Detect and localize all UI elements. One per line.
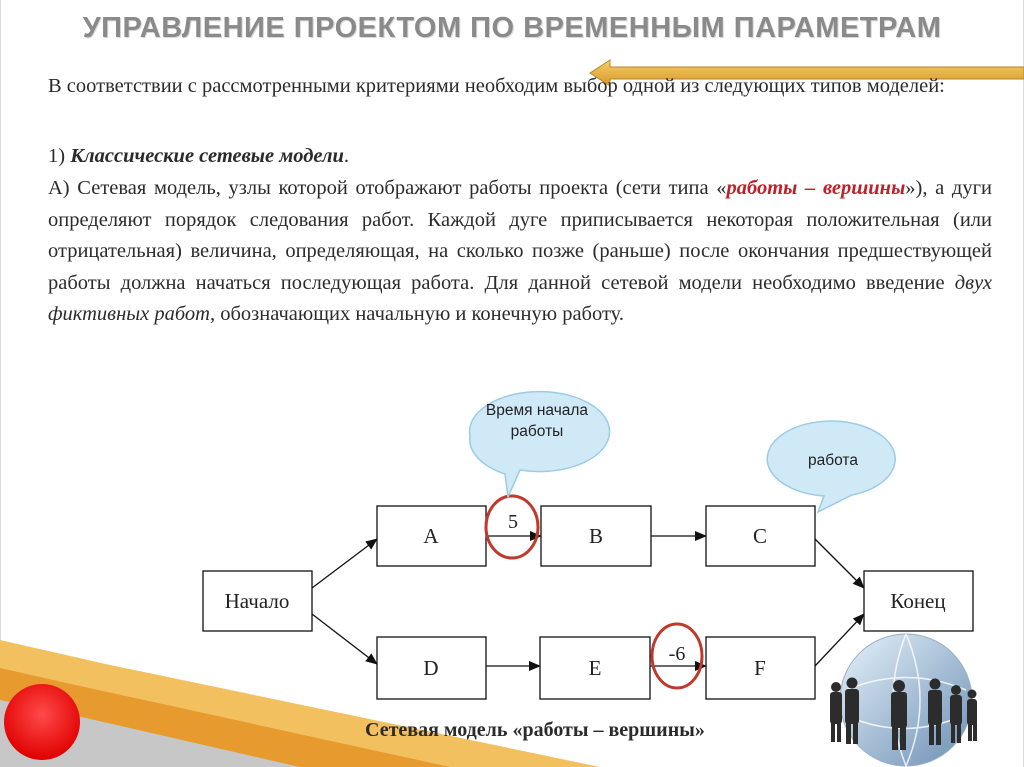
node-end: [863, 570, 974, 632]
node-end-label: Конец: [890, 589, 945, 613]
slide-title: УПРАВЛЕНИЕ ПРОЕКТОМ ПО ВРЕМЕННЫМ ПАРАМЕТ…: [82, 12, 942, 44]
item-1-end: .: [343, 145, 350, 167]
paragraph-a-middle: »), а дуги определяют порядок следования…: [48, 177, 992, 294]
edge-c-end: [814, 538, 865, 589]
item-1: 1) Классические сетевые модели.: [48, 141, 992, 173]
bubble-start-time: [468, 390, 611, 500]
paragraph-a-italic: двух фиктивных работ: [48, 271, 992, 326]
edge-start-a: [311, 538, 378, 589]
node-a-label: A: [423, 524, 439, 548]
node-e: [539, 636, 651, 700]
node-f-label: F: [754, 656, 766, 680]
business-people-globe-image: [830, 633, 977, 767]
diagram-edges: [311, 531, 865, 671]
paragraph-a-start: А) Сетевая модель, узлы которой отобража…: [48, 177, 727, 199]
edge-f-end: [814, 613, 865, 667]
paragraph-a-end: , обозначающих начальную и конечную рабо…: [209, 303, 624, 325]
paragraph-a: А) Сетевая модель, узлы которой отобража…: [48, 173, 992, 331]
node-f: [705, 636, 816, 700]
highlight-circle-lag-e-f: [650, 622, 704, 690]
node-b-label: B: [589, 524, 603, 548]
item-1-label: Классические сетевые модели: [70, 145, 344, 167]
lag-e-f-label: -6: [669, 643, 686, 665]
lag-a-b-label: 5: [508, 511, 518, 533]
edge-start-d: [311, 613, 378, 665]
node-b: [540, 505, 652, 567]
node-start-label: Начало: [225, 589, 290, 613]
red-circle-decoration: [4, 684, 80, 760]
highlight-circle-lag-a-b: [484, 494, 540, 560]
intro-paragraph: В соответствии с рассмотренными критерия…: [48, 75, 945, 97]
node-d: [376, 636, 487, 700]
bubble-work-text: работа: [808, 452, 858, 469]
node-e-label: E: [589, 656, 602, 680]
bubble-start-time-text: Время начала работы: [485, 402, 589, 440]
node-d-label: D: [423, 656, 438, 680]
decorative-arrow-icon: [589, 59, 1024, 87]
node-c-label: C: [753, 524, 767, 548]
diagram-caption: Сетевая модель «работы – вершины»: [365, 719, 705, 741]
paragraph-a-emphasis: работы – вершины: [726, 177, 906, 199]
item-1-number: 1): [48, 145, 66, 167]
decorative-stripes: [0, 640, 600, 767]
bubble-work: [766, 420, 896, 514]
node-c: [705, 505, 816, 567]
node-start: [202, 570, 313, 632]
